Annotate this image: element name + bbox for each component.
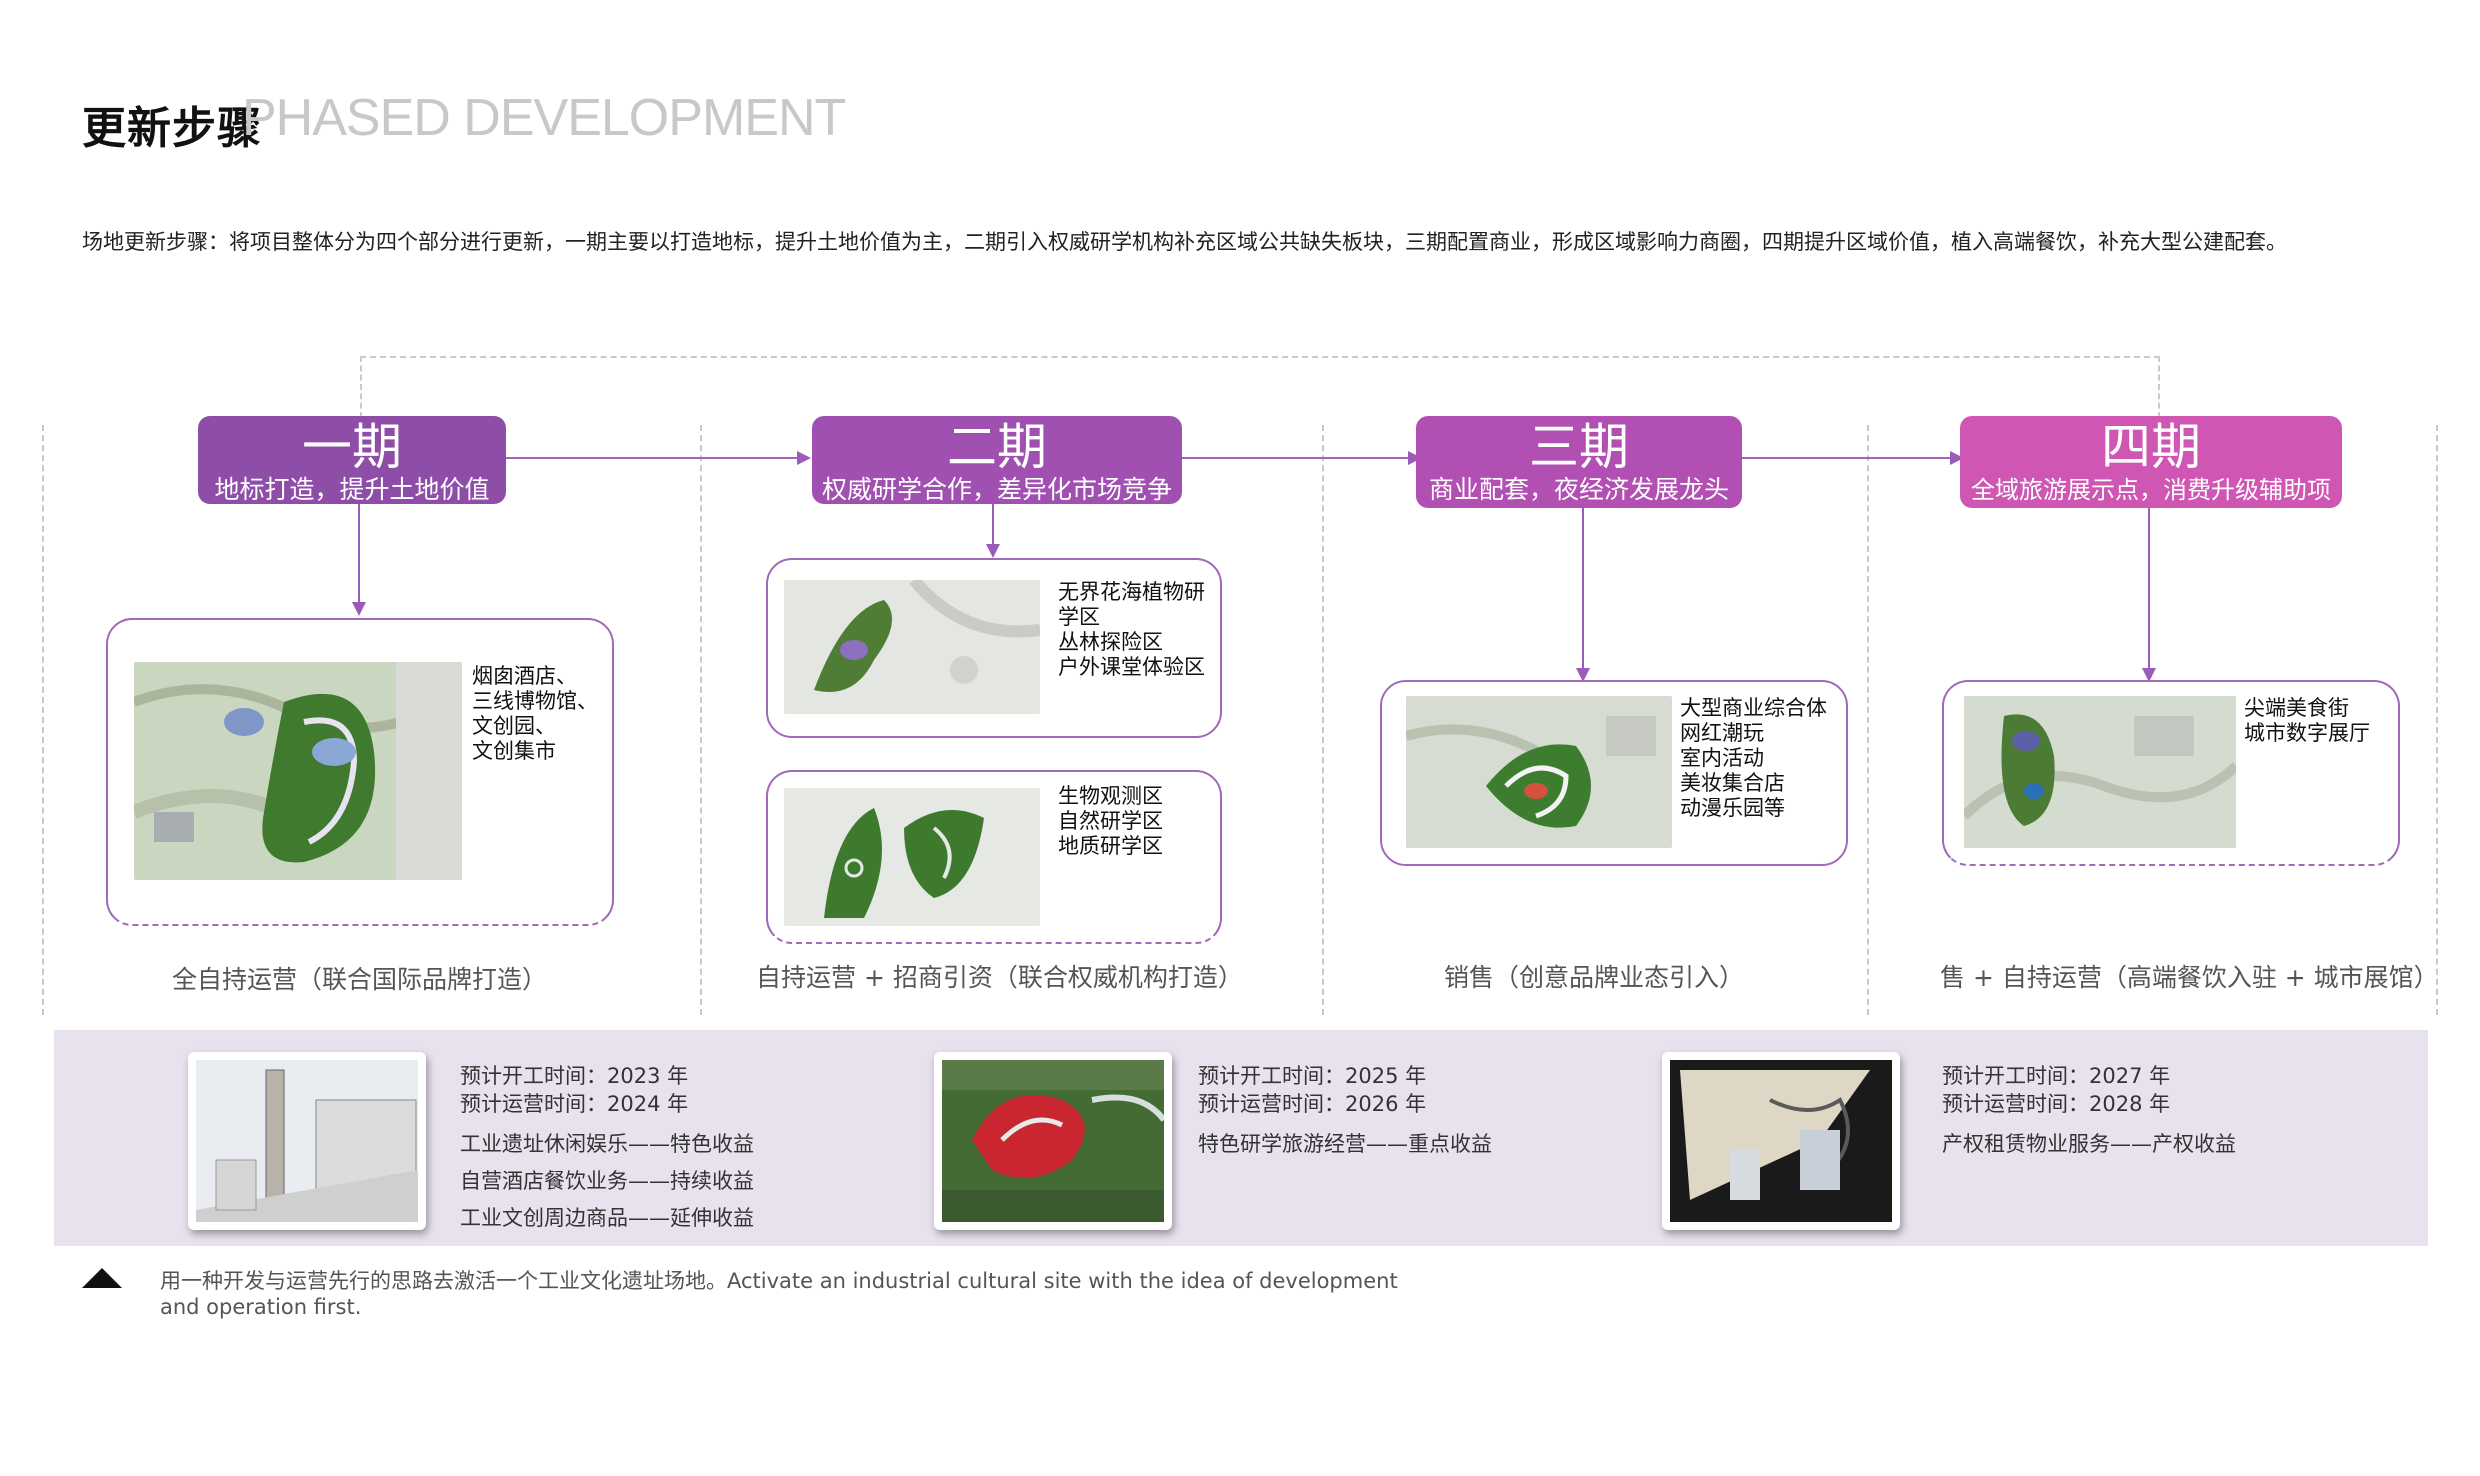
phase-3-render-image [1662, 1052, 1900, 1230]
column-divider [42, 425, 44, 1015]
site-plan-image [784, 788, 1040, 926]
feature-item: 地质研学区 [1058, 834, 1163, 858]
feature-item: 烟囱酒店、 [472, 664, 577, 688]
phase-3-features: 大型商业综合体 网红潮玩 室内活动 美妆集合店 动漫乐园等 [1680, 696, 1827, 821]
phase-2-card-b: 生物观测区 自然研学区 地质研学区 [766, 770, 1222, 944]
column-divider [1322, 425, 1324, 1015]
feature-item: 尖端美食街 [2244, 696, 2349, 720]
feature-item: 动漫乐园等 [1680, 796, 1785, 820]
phase-title: 二期 [947, 418, 1047, 476]
feature-item: 学区 [1058, 605, 1100, 629]
page-title-en: PHASED DEVELOPMENT [242, 89, 846, 147]
phase-title: 四期 [2101, 418, 2201, 476]
feature-item: 网红潮玩 [1680, 721, 1764, 745]
feature-item: 美妆集合店 [1680, 771, 1785, 795]
phase-4-card: 尖端美食街 城市数字展厅 [1942, 680, 2400, 866]
down-line-3 [1582, 508, 1584, 670]
open-time: 预计运营时间：2028 年 [1942, 1092, 2171, 1116]
phase-4-header: 四期 全域旅游展示点，消费升级辅助项 [1960, 416, 2342, 508]
start-time: 预计开工时间：2025 年 [1198, 1064, 1427, 1088]
revenue-item: 工业遗址休闲娱乐——特色收益 [460, 1132, 754, 1156]
schedule-band: 预计开工时间：2023 年 预计运营时间：2024 年 工业遗址休闲娱乐——特色… [54, 1030, 2428, 1246]
site-plan-image [784, 580, 1040, 714]
site-plan-image [134, 662, 462, 880]
column-divider [2436, 425, 2438, 1015]
feature-item: 户外课堂体验区 [1058, 655, 1205, 679]
down-line-1 [358, 504, 360, 604]
arrow-down-icon [352, 602, 366, 616]
revenue-item: 特色研学旅游经营——重点收益 [1198, 1132, 1492, 1156]
phase-3-schedule: 预计开工时间：2027 年 预计运营时间：2028 年 产权租赁物业服务——产权… [1942, 1062, 2236, 1163]
revenue-item: 工业文创周边商品——延伸收益 [460, 1206, 754, 1230]
phase-1-features: 烟囱酒店、 三线博物馆、 文创园、 文创集市 [472, 664, 598, 764]
phase-subtitle: 商业配套，夜经济发展龙头 [1428, 475, 1729, 504]
phase-2-operation: 自持运营 + 招商引资（联合权威机构打造） [756, 963, 1243, 992]
top-dashed-connector [360, 356, 2160, 358]
phase-4-operation: 售 + 自持运营（高端餐饮入驻 + 城市展馆） [1940, 963, 2439, 992]
phase-2-features-a: 无界花海植物研 学区 丛林探险区 户外课堂体验区 [1058, 580, 1205, 680]
page-title-cn: 更新步骤 [82, 103, 262, 154]
start-time: 预计开工时间：2027 年 [1942, 1064, 2171, 1088]
feature-item: 大型商业综合体 [1680, 696, 1827, 720]
triangle-marker-icon [82, 1268, 122, 1288]
arrow-down-icon [1576, 668, 1590, 682]
site-plan-image [1406, 696, 1672, 848]
intro-text: 场地更新步骤：将项目整体分为四个部分进行更新，一期主要以打造地标，提升土地价值为… [82, 230, 2287, 254]
flow-line-1-2 [505, 457, 798, 459]
phase-subtitle: 权威研学合作，差异化市场竞争 [821, 475, 1172, 504]
phase-2-schedule: 预计开工时间：2025 年 预计运营时间：2026 年 特色研学旅游经营——重点… [1198, 1062, 1492, 1163]
phase-2-features-b: 生物观测区 自然研学区 地质研学区 [1058, 784, 1163, 859]
footnote-text: 用一种开发与运营先行的思路去激活一个工业文化遗址场地。Activate an i… [160, 1269, 1398, 1319]
feature-item: 文创集市 [472, 739, 556, 763]
feature-item: 室内活动 [1680, 746, 1764, 770]
open-time: 预计运营时间：2024 年 [460, 1092, 689, 1116]
phase-3-header: 三期 商业配套，夜经济发展龙头 [1416, 416, 1742, 508]
phase-1-schedule: 预计开工时间：2023 年 预计运营时间：2024 年 工业遗址休闲娱乐——特色… [460, 1062, 754, 1237]
site-plan-image [1964, 696, 2236, 848]
down-line-2 [992, 504, 994, 546]
phase-1-card: 烟囱酒店、 三线博物馆、 文创园、 文创集市 [106, 618, 614, 926]
phase-2-header: 二期 权威研学合作，差异化市场竞争 [812, 416, 1182, 504]
phase-subtitle: 全域旅游展示点，消费升级辅助项 [1971, 476, 2331, 504]
revenue-item: 产权租赁物业服务——产权收益 [1942, 1132, 2236, 1156]
phase-title: 三期 [1529, 418, 1629, 476]
phase-2-card-a: 无界花海植物研 学区 丛林探险区 户外课堂体验区 [766, 558, 1222, 738]
column-divider [1867, 425, 1869, 1015]
dashed-connector-left [360, 356, 362, 418]
feature-item: 城市数字展厅 [2244, 721, 2370, 745]
start-time: 预计开工时间：2023 年 [460, 1064, 689, 1088]
column-divider [700, 425, 702, 1015]
arrow-right-icon [797, 451, 811, 465]
flow-line-2-3 [1182, 457, 1410, 459]
feature-item: 三线博物馆、 [472, 689, 598, 713]
phase-subtitle: 地标打造，提升土地价值 [214, 475, 490, 504]
open-time: 预计运营时间：2026 年 [1198, 1092, 1427, 1116]
dashed-connector-right [2158, 356, 2160, 418]
feature-item: 生物观测区 [1058, 784, 1163, 808]
arrow-down-icon [2142, 668, 2156, 682]
feature-item: 无界花海植物研 [1058, 580, 1205, 604]
phase-4-features: 尖端美食街 城市数字展厅 [2244, 696, 2370, 746]
phase-2-render-image [934, 1052, 1172, 1230]
phase-1-render-image [188, 1052, 426, 1230]
phase-1-operation: 全自持运营（联合国际品牌打造） [172, 965, 548, 994]
feature-item: 文创园、 [472, 714, 556, 738]
phase-3-card: 大型商业综合体 网红潮玩 室内活动 美妆集合店 动漫乐园等 [1380, 680, 1848, 866]
revenue-item: 自营酒店餐饮业务——持续收益 [460, 1169, 754, 1193]
phase-3-operation: 销售（创意品牌业态引入） [1444, 963, 1745, 992]
feature-item: 自然研学区 [1058, 809, 1163, 833]
arrow-down-icon [986, 544, 1000, 558]
feature-item: 丛林探险区 [1058, 630, 1163, 654]
down-line-4 [2148, 508, 2150, 670]
phase-title: 一期 [302, 418, 402, 476]
flow-line-3-4 [1742, 457, 1952, 459]
phase-1-header: 一期 地标打造，提升土地价值 [198, 416, 506, 504]
